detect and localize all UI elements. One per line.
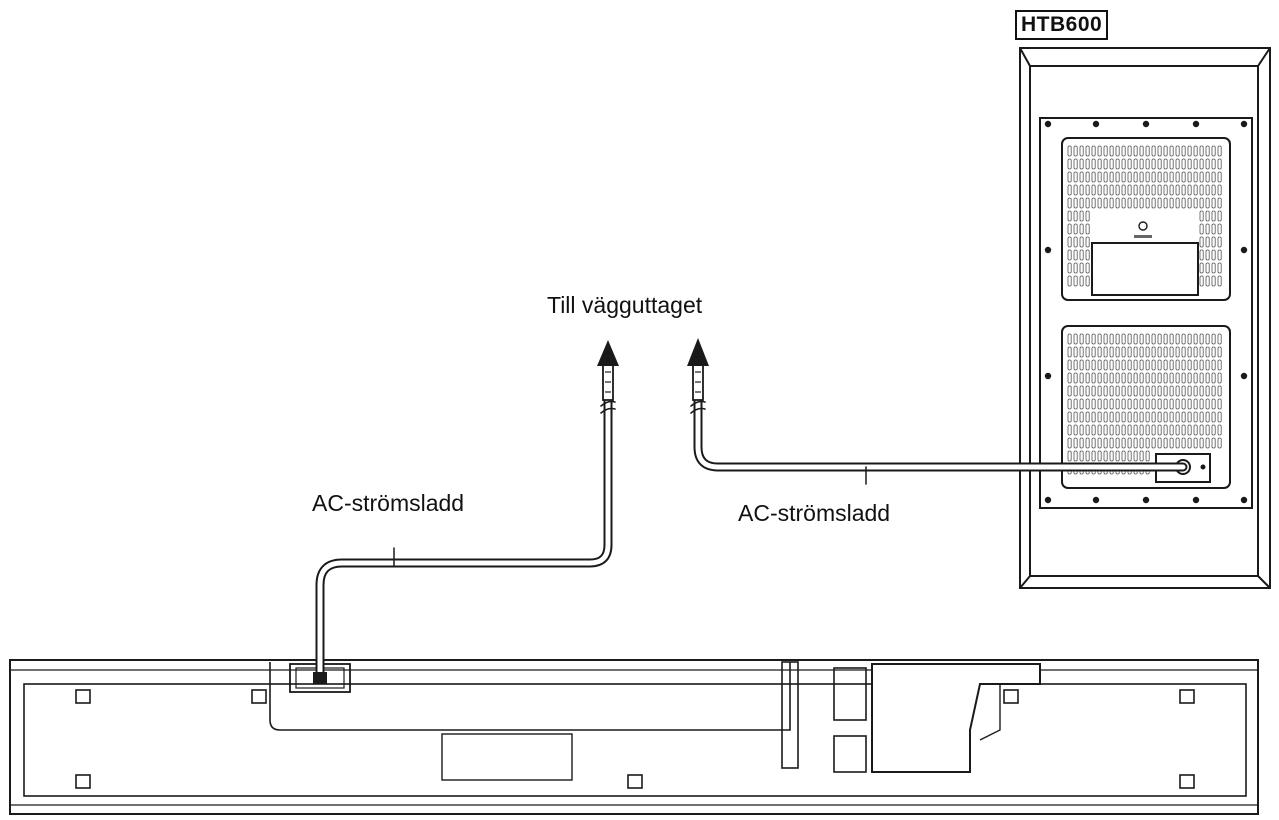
upper-grille-frame: [1061, 137, 1231, 301]
arrow-up-icon: [687, 338, 709, 401]
subwoofer-rear-panel: [1019, 47, 1271, 589]
lower-grille-frame: [1061, 325, 1231, 489]
wall-outlet-label: Till vägguttaget: [547, 292, 703, 318]
model-badge: HTB600: [1015, 10, 1109, 40]
ac-power-cord-subwoofer: [690, 395, 1188, 485]
rating-label: [441, 733, 573, 781]
subwoofer-cord-label: AC-strömsladd: [738, 500, 891, 526]
soundbar-mounting-pads: [75, 689, 1195, 789]
subwoofer-screws: [1044, 120, 1248, 504]
subwoofer-grille: [1067, 145, 1222, 475]
arrow-up-icon: [597, 340, 619, 401]
label-plate: [1091, 242, 1199, 296]
ac-power-cord-soundbar: [313, 395, 616, 685]
reset-button-icon: [1134, 221, 1152, 238]
soundbar-cord-label: AC-strömsladd: [312, 490, 465, 516]
soundbar-rear-panel: [9, 659, 1259, 815]
